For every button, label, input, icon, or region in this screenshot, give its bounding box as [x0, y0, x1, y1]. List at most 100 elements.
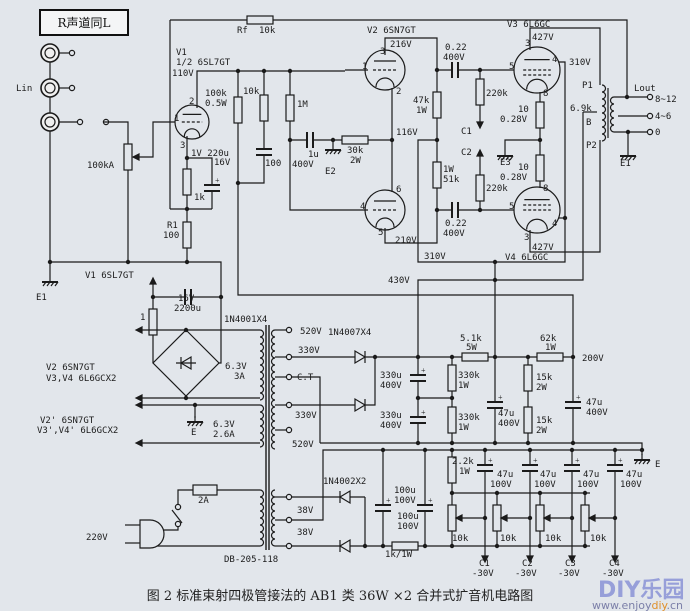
- label-210v: 210V: [395, 236, 417, 246]
- resistor: [523, 406, 533, 434]
- input-jack-inner: [44, 47, 56, 59]
- label-v2-p1: 1: [362, 62, 367, 72]
- label-rf-val: 10k: [259, 26, 276, 36]
- arrow-icon: [131, 153, 140, 161]
- capacitor-gap: [452, 201, 458, 219]
- label-v1-heater: V1 6SL7GT: [85, 271, 134, 281]
- tube-cathode: [526, 218, 548, 230]
- label-v2-216v: 216V: [390, 40, 412, 50]
- label-v3-427v: 427V: [532, 33, 554, 43]
- label-r100k-w: 0.5W: [205, 99, 227, 109]
- capacitor-gap: [185, 288, 191, 306]
- label-r100k: 100k: [205, 89, 227, 99]
- label-e2: E2: [325, 167, 336, 177]
- junction-dot: [449, 395, 455, 401]
- label-c2200-v: 16V: [178, 294, 195, 304]
- label-pot3: 10k: [545, 534, 562, 544]
- ground-hatch: [195, 421, 200, 427]
- label-r330ka: 330k: [458, 371, 480, 381]
- label-v2-p6: 6: [396, 185, 401, 195]
- junction-dot: [570, 440, 576, 446]
- label-e1-out: E1: [620, 159, 631, 169]
- watermark-url: www.enjoydiy.cn: [592, 599, 683, 611]
- terminal: [285, 426, 293, 434]
- label-r10b: 10: [518, 163, 529, 173]
- label-c1u-v: 400V: [292, 160, 314, 170]
- label-pot1: 10k: [452, 534, 469, 544]
- plus-sign: +: [498, 393, 503, 402]
- label-cath-cap: 1V 220u: [191, 149, 229, 159]
- label-c47f: 47u: [626, 470, 642, 480]
- junction-dot: [422, 447, 428, 453]
- label-heat2-b: V3',V4' 6L6GCX2: [37, 426, 118, 436]
- wire: [384, 37, 438, 70]
- label-r330kb: 330k: [458, 413, 480, 423]
- arrow-icon: [499, 514, 508, 522]
- label-r2.2k-w: 1W: [459, 467, 470, 477]
- label-200v: 200V: [582, 354, 604, 364]
- ground-hatch: [54, 281, 59, 287]
- label-520v-b: 520V: [292, 440, 314, 450]
- label-c330a-v: 400V: [380, 381, 402, 391]
- capacitor-gap: [564, 402, 582, 408]
- label-c47a: 47u: [498, 409, 514, 419]
- ground-hatch: [329, 149, 334, 155]
- label-38v-a: 38V: [297, 506, 314, 516]
- label-r1k1w: 1k/1W: [385, 550, 413, 560]
- resistor: [233, 96, 243, 124]
- ground-hatch: [628, 155, 633, 161]
- label-e1: E1: [36, 293, 47, 303]
- resistor: [447, 406, 457, 434]
- junction-dot: [537, 543, 543, 549]
- ground-hatch: [509, 155, 514, 161]
- wire: [417, 61, 566, 263]
- diode-icon: [338, 489, 351, 505]
- terminal: [285, 516, 293, 524]
- wire: [170, 19, 628, 97]
- label-c47f-v: 100V: [620, 480, 642, 490]
- label-330v-b: 330V: [295, 411, 317, 421]
- label-r2.2k: 2.2k: [452, 457, 474, 467]
- switch-icon: [171, 509, 183, 524]
- label-r220k-b: 220k: [486, 184, 508, 194]
- input-jack-icon: [40, 78, 60, 98]
- label-c1u: 1u: [308, 150, 319, 160]
- resistor: [523, 364, 533, 392]
- label-lin: Lin: [16, 84, 32, 94]
- plus-sign: +: [576, 393, 581, 402]
- junction-dot: [380, 447, 386, 453]
- label-fuse: 2A: [198, 496, 209, 506]
- label-tap-4-6: 4~6: [655, 112, 671, 122]
- label-r1: R1: [167, 221, 178, 231]
- transformer-winding: [259, 404, 265, 448]
- wire: [504, 139, 540, 150]
- label-c47c: 47u: [497, 470, 513, 480]
- label-c022b-v: 400V: [443, 229, 465, 239]
- label-310v-a: 310V: [424, 252, 446, 262]
- junction-dot: [639, 447, 645, 453]
- label-r1m: 1M: [297, 100, 308, 110]
- label-bias2-v: -30V: [515, 569, 537, 579]
- junction-dot: [527, 447, 533, 453]
- label-330v-a: 330V: [298, 346, 320, 356]
- vacuum-tube-icon: [513, 46, 561, 94]
- terminal: [174, 503, 182, 511]
- arrow-icon: [149, 276, 157, 285]
- terminal: [285, 493, 293, 501]
- terminal: [285, 542, 293, 550]
- wire: [384, 210, 438, 244]
- input-jack-icon: [40, 43, 60, 63]
- channel-note-box: [39, 9, 129, 36]
- label-h1-a: 3A: [234, 372, 245, 382]
- ground-hatch: [325, 149, 330, 155]
- resistor: [432, 91, 442, 119]
- transformer-winding: [270, 489, 276, 547]
- junction-dot: [582, 543, 588, 549]
- ground-hatch: [337, 149, 342, 155]
- junction-dot: [624, 94, 630, 100]
- junction-dot: [494, 543, 500, 549]
- label-c47a-v: 400V: [498, 419, 520, 429]
- terminal: [68, 84, 76, 92]
- terminal: [174, 520, 182, 528]
- plus-sign: +: [488, 456, 493, 465]
